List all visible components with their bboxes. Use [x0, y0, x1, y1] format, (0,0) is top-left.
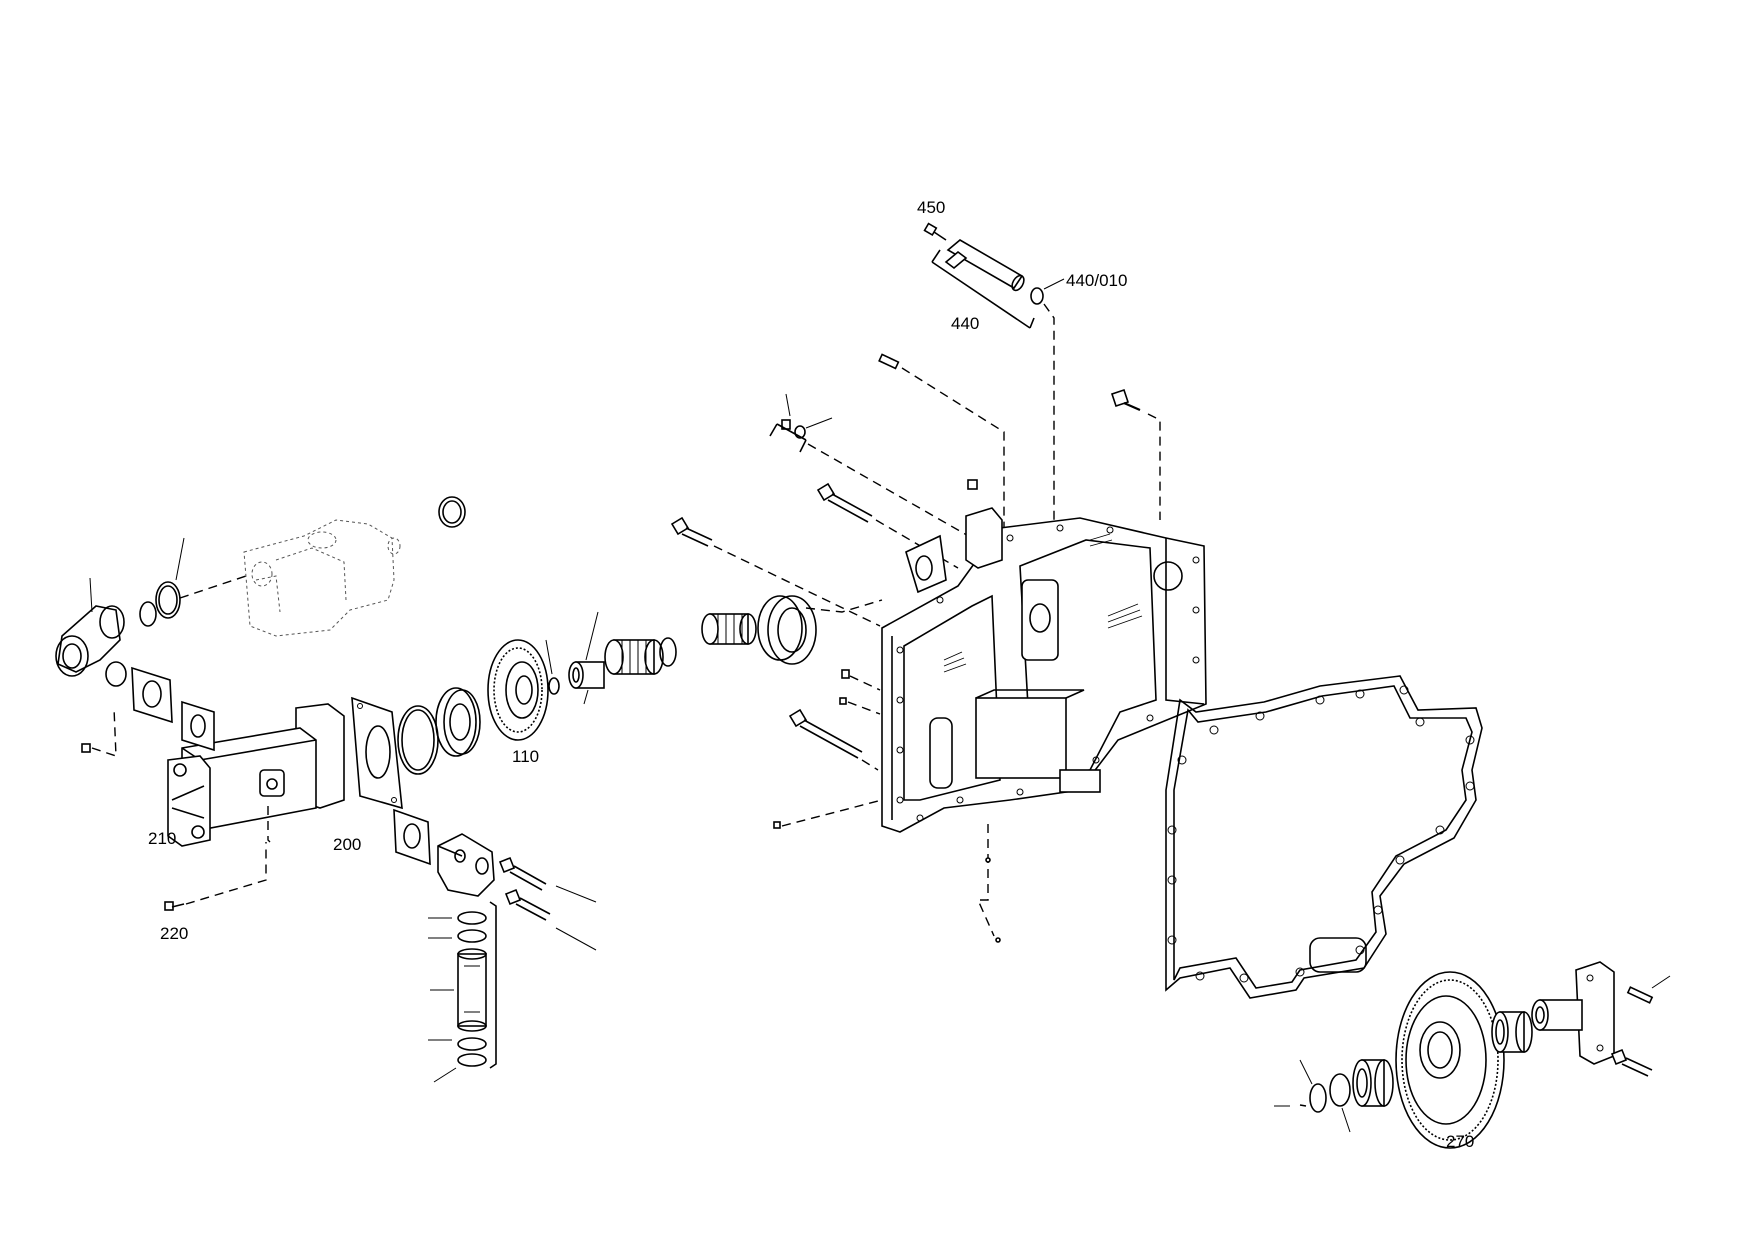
callout-200: 200 [333, 835, 362, 854]
callout-220: 220 [160, 924, 189, 943]
nut-part[interactable] [967, 479, 978, 490]
flange-plate-left[interactable] [131, 666, 173, 724]
washer-small[interactable] [545, 639, 560, 695]
part-210-pump[interactable] [167, 703, 345, 847]
part-450-bolt[interactable] [923, 222, 947, 241]
snap-ring-mid[interactable] [659, 637, 677, 667]
screw-elbow[interactable] [81, 743, 91, 753]
oring-stack-2[interactable] [428, 929, 487, 943]
part-440-010-oring[interactable] [1030, 278, 1065, 305]
part-200-gasket[interactable] [351, 696, 403, 810]
pin-part[interactable] [878, 353, 900, 370]
flange-plate-upper[interactable] [181, 700, 215, 752]
long-bolt-upper[interactable] [816, 482, 873, 523]
callout-450: 450 [917, 198, 946, 217]
oring-270-2[interactable] [1329, 1073, 1351, 1133]
part-270-gear[interactable] [1395, 971, 1505, 1149]
callout-110: 110 [512, 747, 540, 766]
oring-270-1[interactable] [1274, 1059, 1327, 1113]
callout-210: 210 [148, 829, 177, 848]
valve-block[interactable] [437, 833, 495, 897]
spacer-sleeve[interactable] [568, 611, 605, 705]
small-screw-left-1[interactable] [841, 669, 850, 679]
oring-stack-4[interactable] [433, 1053, 487, 1083]
elbow-fitting[interactable] [55, 577, 125, 677]
needle-bearing-mid[interactable] [604, 639, 664, 675]
bolt-part-right[interactable] [1110, 388, 1141, 412]
cover-gasket[interactable] [1165, 675, 1483, 999]
small-screw-bottom[interactable] [773, 821, 781, 829]
oring-elbow-1[interactable] [139, 601, 157, 627]
bolt-270[interactable] [1610, 1048, 1653, 1077]
oring-elbow-2[interactable] [105, 661, 127, 687]
bearing-cup-small[interactable] [435, 687, 481, 757]
screw-set-part[interactable] [769, 393, 833, 453]
gearbox-housing[interactable] [881, 507, 1207, 833]
valve-sleeve[interactable] [430, 948, 487, 1032]
reference-assembly-sketch [243, 519, 401, 637]
bearing-cup-large[interactable] [757, 595, 817, 665]
long-bolt-left[interactable] [670, 516, 713, 547]
flange-plate-lower[interactable] [393, 808, 431, 866]
needle-bearing-right[interactable] [701, 613, 757, 645]
valve-bolt-2[interactable] [504, 888, 597, 951]
circlip-top[interactable] [438, 496, 466, 528]
oring-stack-1[interactable] [428, 911, 487, 925]
part-110-gear[interactable] [487, 639, 549, 741]
part-220-screw[interactable] [164, 901, 185, 911]
bearing-270-right[interactable] [1491, 1011, 1533, 1053]
long-bolt-lower[interactable] [788, 708, 863, 759]
callout-440: 440 [951, 314, 980, 333]
part-440-pipe[interactable] [931, 239, 1035, 329]
small-screw-left-2[interactable] [839, 697, 847, 705]
bearing-270-left[interactable] [1352, 1059, 1394, 1107]
oring-stack-3[interactable] [428, 1037, 487, 1051]
callout-270: 270 [1446, 1132, 1475, 1151]
callout-440-010: 440/010 [1066, 271, 1128, 290]
oring-large[interactable] [397, 705, 439, 775]
pin-small-270[interactable] [1299, 1104, 1307, 1107]
pin-270[interactable] [1626, 975, 1671, 1004]
seal-ring-top[interactable] [155, 537, 185, 619]
valve-bolt-1[interactable] [498, 856, 597, 903]
shaft-bracket[interactable] [1531, 961, 1615, 1065]
